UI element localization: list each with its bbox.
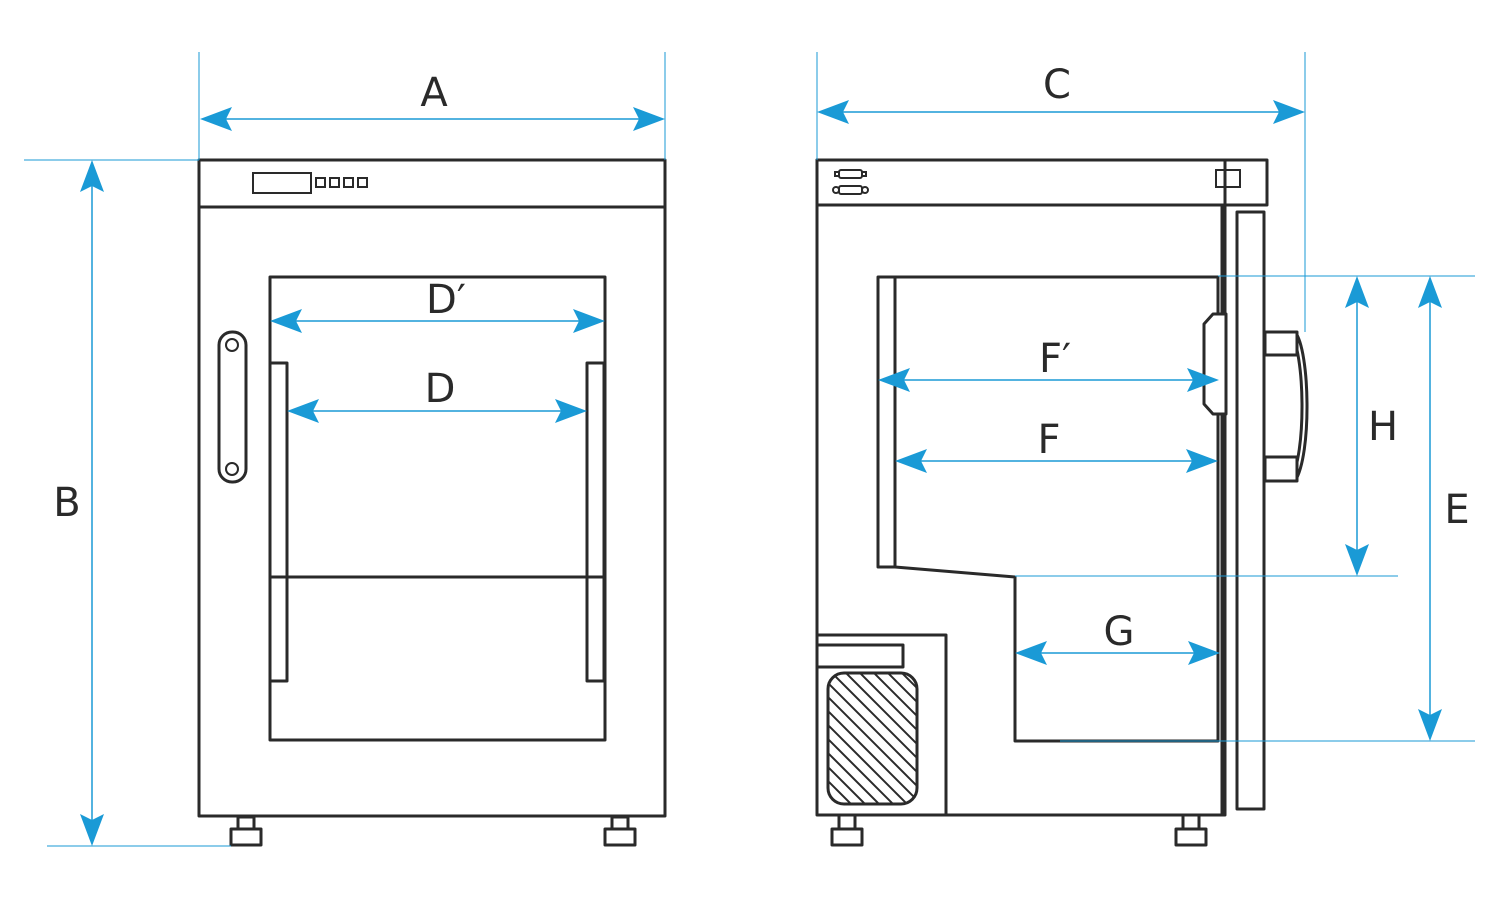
side-door-handle [1263,330,1309,483]
dimension-f [895,449,1218,473]
label-b: B [53,480,80,526]
label-f-prime: F′ [1039,336,1071,382]
front-right-foot [603,815,637,847]
dimension-g [1015,641,1220,665]
right-shelf-rail [585,361,606,683]
left-shelf-rail [268,361,289,683]
side-top-panel [815,158,1269,207]
side-connectors [832,169,869,195]
label-c: C [1043,62,1071,108]
side-indicator [1215,169,1241,188]
glass-window [268,275,607,742]
side-view [815,158,1309,847]
display-screen [252,172,312,194]
front-left-foot [229,815,263,847]
dimension-c [817,100,1305,124]
vent-slats [828,673,917,804]
dimension-d [287,399,587,423]
dimension-a [200,107,665,131]
control-button [357,177,368,188]
dimension-f-prime [878,368,1219,392]
dimension-labels: A C B D′ D F′ F G H E [53,62,1469,655]
control-button [329,177,340,188]
label-f: F [1037,417,1060,463]
control-button [315,177,326,188]
side-door [1235,210,1266,811]
side-left-foot [830,813,864,847]
front-view [197,158,667,847]
dimension-h [1345,276,1369,576]
side-right-foot [1174,813,1208,847]
dimension-e [1418,276,1442,741]
front-cabinet-body [197,158,667,818]
label-d: D [425,366,456,412]
label-h: H [1368,404,1398,450]
door-gasket [1202,312,1228,416]
label-a: A [420,70,448,116]
label-g: G [1104,609,1135,655]
label-e: E [1444,487,1469,533]
control-panel [252,172,368,194]
door-handle [217,330,248,484]
machinery-compartment [815,633,948,815]
extension-lines [24,52,1475,847]
label-d-prime: D′ [426,277,466,323]
dimension-b [80,160,104,846]
dimension-d-prime [270,309,605,333]
control-button [343,177,354,188]
